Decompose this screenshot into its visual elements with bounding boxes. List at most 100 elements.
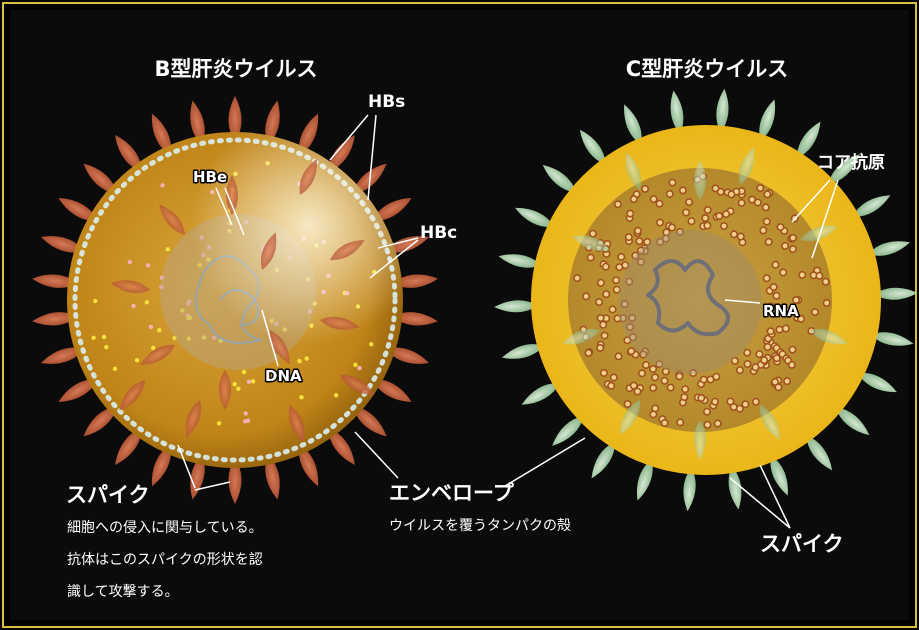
hcv-core-particle [790,235,796,241]
hcv-core-particle [667,384,673,390]
hbv-spike-title: スパイク [66,483,150,507]
hcv-core-particle [760,227,766,233]
hcv-core-particle [816,273,822,279]
hcv-core-particle [603,264,609,270]
hcv-core-particle [650,385,656,391]
hcv-core-particle [712,185,718,191]
hcv-core-particle [600,322,606,328]
hbv-title: B型肝炎ウイルス [154,57,317,81]
hcv-core-particle [744,361,750,367]
hcv-core-particle [590,231,596,237]
hcv-core-particle [824,300,830,306]
hcv-core-particle [776,326,782,332]
hcv-core-particle [583,293,589,299]
hcv-core-particle [728,191,734,197]
hcv-core-particle [757,185,763,191]
hcv-spike-title: スパイク [760,532,844,556]
hcv-core-particle [603,291,609,297]
envelope-title: エンベロープ [389,481,515,505]
hcv-core-particle [698,395,704,401]
hcv-core-particle [643,362,649,368]
hcv-core-particle [616,264,622,270]
hcv-core-particle [635,228,641,234]
hcv-core-particle [755,199,761,205]
hcv-core-particle [682,386,688,392]
hcv-core-particle [596,299,602,305]
hcv-core-particle [784,378,790,384]
hcv-core-particle [574,275,580,281]
hcv-core-particle [716,213,722,219]
hcv-core-particle [763,204,769,210]
hcv-core-particle [775,384,781,390]
hcv-core-particle [601,332,607,338]
hcv-core-particle [713,374,719,380]
hcv-core-particle [636,238,642,244]
hcv-core-particle [721,223,727,229]
hbe-label: HBe [193,168,227,186]
hcv-core-particle [812,309,818,315]
hcv-core-particle [642,186,648,192]
hcv-core-particle [766,239,772,245]
hcv-core-particle [742,401,748,407]
hcv-core-particle [669,224,675,230]
hcv-core-particle [789,347,795,353]
hcv-core-particle [727,398,733,404]
core-antigen-label: コア抗原 [817,152,885,173]
hcv-core-particle [657,219,663,225]
hcv-core-particle [783,325,789,331]
hcv-core-particle [737,367,743,373]
hcv-core-particle [756,351,762,357]
hcv-core-particle [669,179,675,185]
hcv-core-particle [597,345,603,351]
hcv-core-particle [608,383,614,389]
rna-label: RNA [763,302,799,320]
hcv-core-particle [712,399,718,405]
hcv-core-particle [677,419,683,425]
hcv-core-particle [731,231,737,237]
hcv-core-particle [683,209,689,215]
hcv-core-particle [651,196,657,202]
hcv-core-particle [715,420,721,426]
hcv-core-particle [598,280,604,286]
hcv-core-particle [771,284,777,290]
hcv-core-particle [588,254,594,260]
hcv-core-particle [628,348,634,354]
hcv-core-particle [686,199,692,205]
hcv-core-particle [661,378,667,384]
hcv-core-particle [652,374,658,380]
hcv-core-particle [631,196,637,202]
hcv-core-particle [723,211,729,217]
hcv-core-particle [650,366,656,372]
hcv-title: C型肝炎ウイルス [626,57,788,81]
hcv-core-particle [701,376,707,382]
hcv-core-particle [767,328,773,334]
hbv-spike-desc-line3: 識して攻撃する。 [67,584,179,600]
hcv-core-particle [688,218,694,224]
hbs-label: HBs [368,92,405,112]
hcv-core-particle [764,344,770,350]
hcv-core-particle [702,215,708,221]
hcv-core-particle [704,409,710,415]
hcv-core-particle [662,420,668,426]
hcv-core-particle [772,262,778,268]
hcv-core-particle [681,394,687,400]
hcv-core-particle [631,382,637,388]
hcv-core-particle [650,411,656,417]
hcv-core-particle [764,218,770,224]
hcv-core-particle [780,269,786,275]
hbc-label: HBc [420,223,457,243]
hcv-core-particle [777,224,783,230]
hcv-core-particle [773,293,779,299]
hcv-core-particle [601,370,607,376]
envelope-desc: ウイルスを覆うタンパクの殻 [389,518,571,534]
hcv-core-particle [624,401,630,407]
hcv-core-particle [753,399,759,405]
hcv-core-particle [585,350,591,356]
hcv-core-particle [738,200,744,206]
hcv-core-particle [823,279,829,285]
hcv-core-particle [744,350,750,356]
hcv-core-particle [764,275,770,281]
hcv-core-particle [798,316,804,322]
hcv-core-particle [764,191,770,197]
